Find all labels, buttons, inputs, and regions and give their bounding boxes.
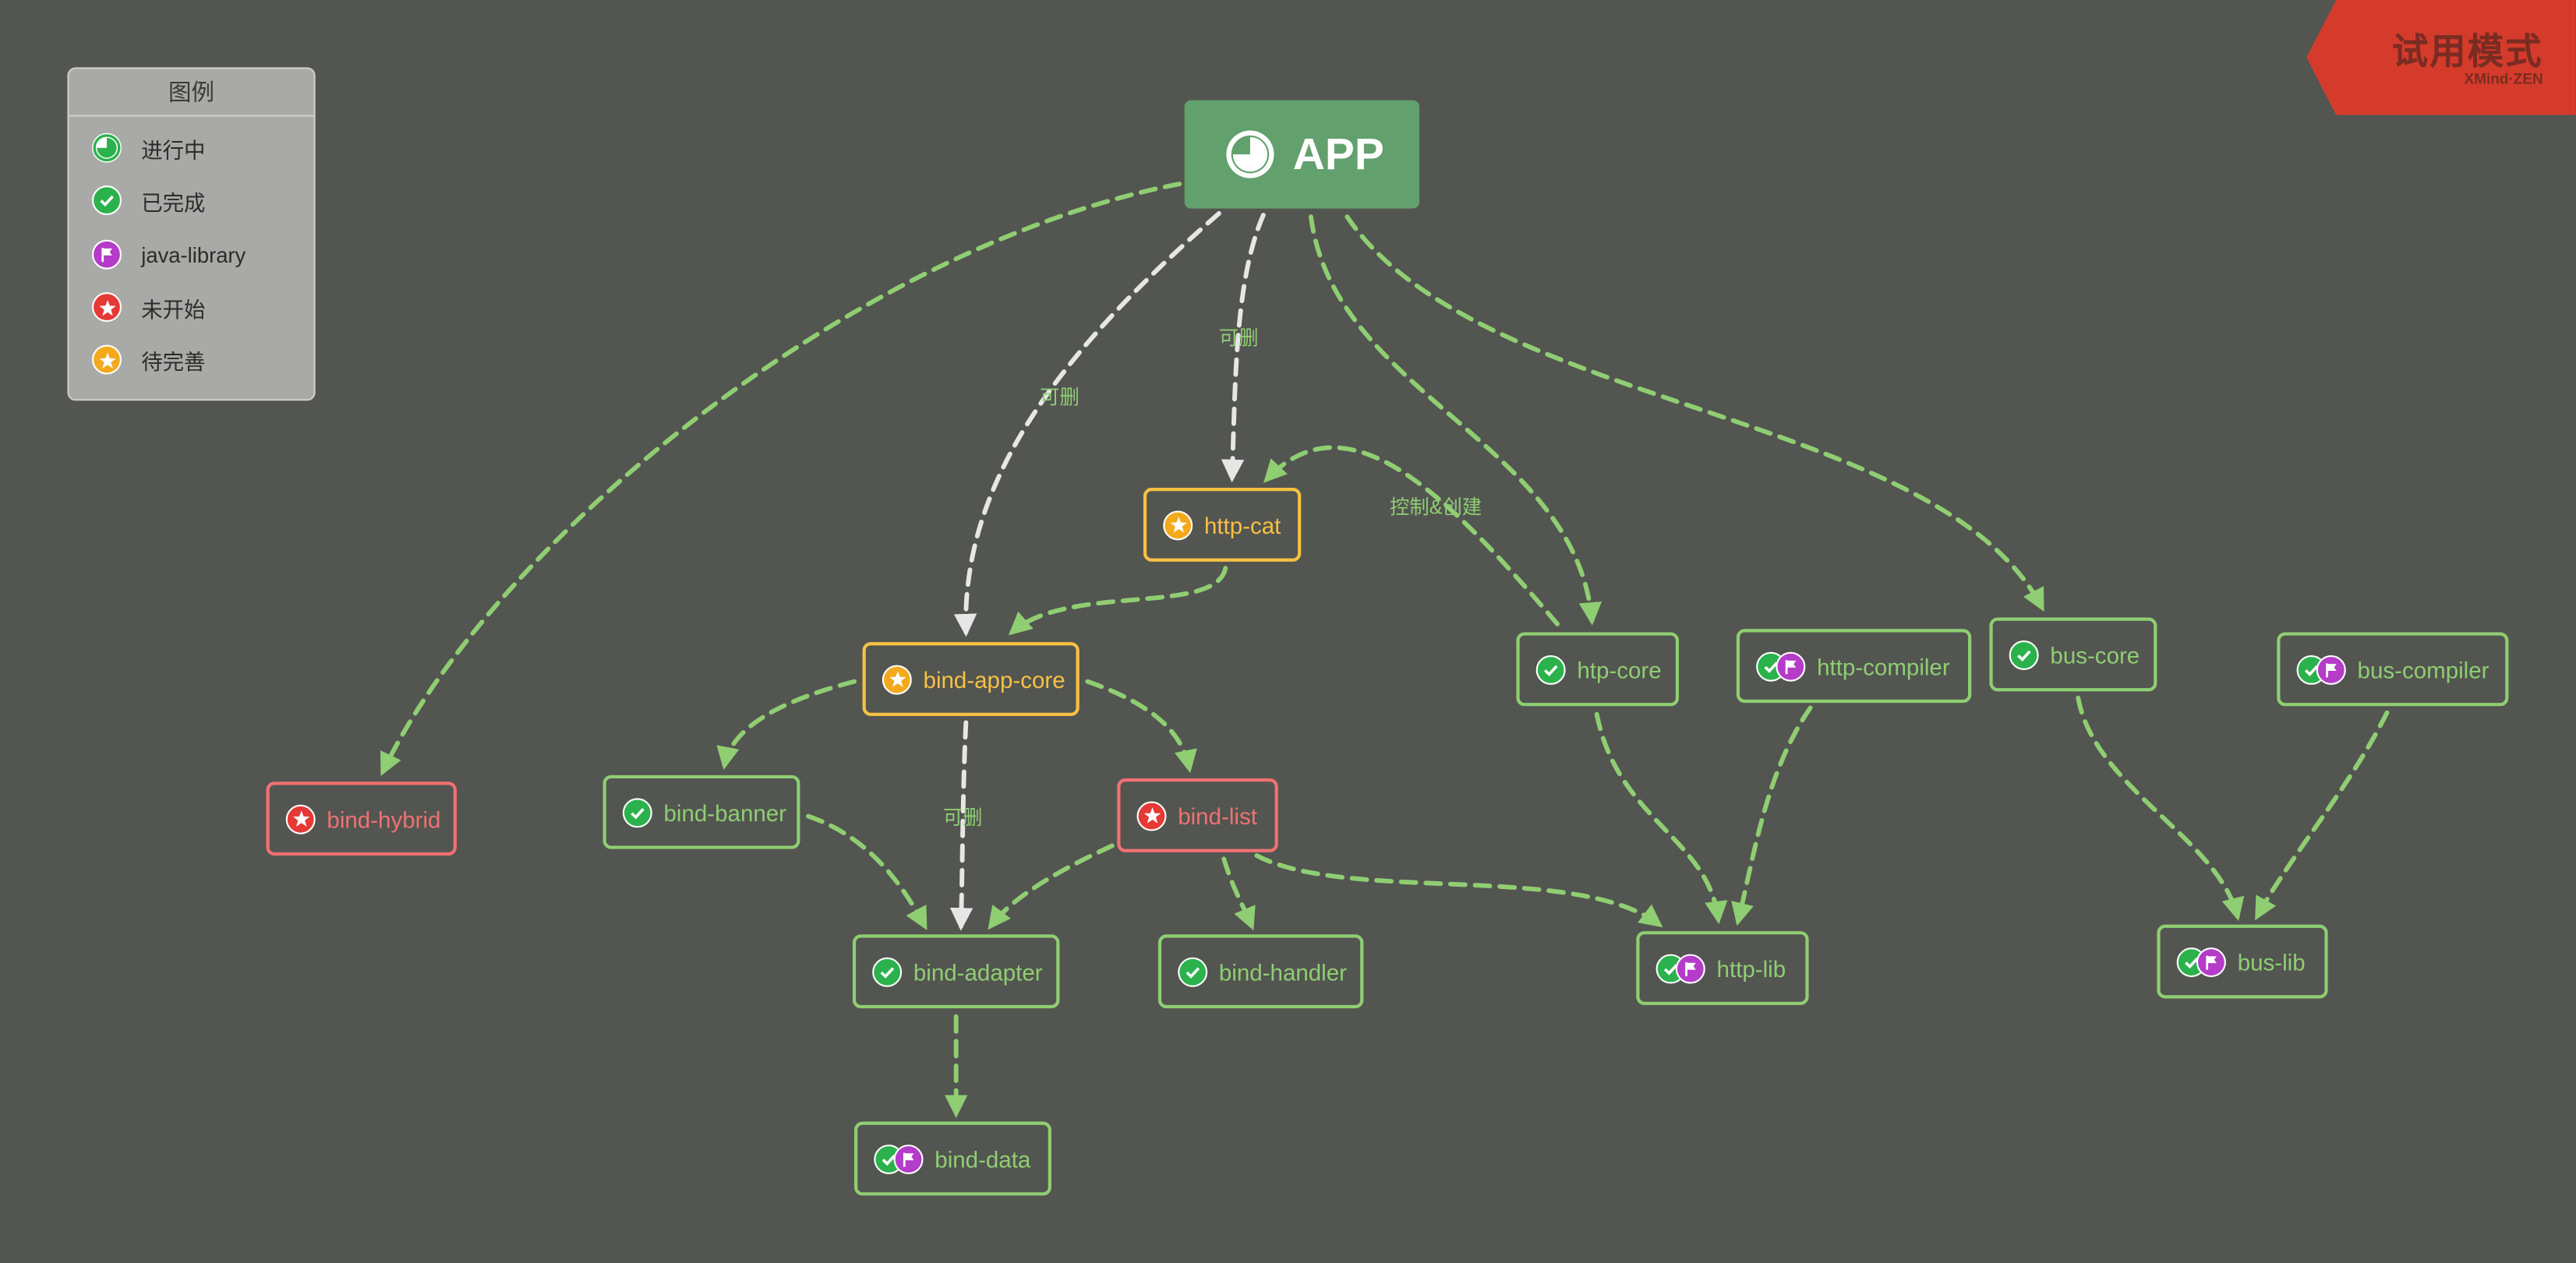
check-icon bbox=[1178, 956, 1208, 986]
status-icons bbox=[2176, 947, 2226, 977]
legend-title: 图例 bbox=[69, 69, 314, 117]
node-label: bind-list bbox=[1178, 802, 1257, 829]
legend-panel: 图例 进行中 已完成 java-library 未开始 bbox=[67, 67, 316, 401]
edge-app-bind-app-core bbox=[953, 211, 1221, 637]
edge-bus-compiler-bus-lib bbox=[2255, 710, 2390, 921]
edge-core-bind-adapter bbox=[949, 720, 974, 931]
trial-mode-banner[interactable]: 试用模式 XMind·ZEN bbox=[2306, 0, 2576, 115]
node-bus-lib[interactable]: bus-lib bbox=[2157, 924, 2328, 999]
edge-htp-core-http-cat bbox=[1263, 445, 1560, 626]
red-star-icon bbox=[1136, 800, 1167, 831]
node-label: bind-app-core bbox=[923, 665, 1065, 693]
flag-icon bbox=[893, 1144, 924, 1173]
legend-item-in-progress: 进行中 bbox=[92, 130, 205, 166]
node-label: bind-hybrid bbox=[327, 805, 441, 832]
node-label: http-cat bbox=[1203, 511, 1281, 538]
edge-label-deletable: 可删 bbox=[1218, 326, 1259, 350]
trial-mode-label: 试用模式 bbox=[2391, 31, 2543, 72]
node-http-cat[interactable]: http-cat bbox=[1143, 487, 1302, 562]
edge-app-bus-core bbox=[1345, 214, 2044, 612]
node-bind-app-core[interactable]: bind-app-core bbox=[862, 642, 1080, 716]
check-icon bbox=[622, 797, 652, 827]
progress-icon bbox=[1224, 128, 1276, 180]
edge-app-htp-core bbox=[1308, 214, 1602, 626]
red-star-icon bbox=[92, 292, 122, 323]
flag-icon bbox=[92, 239, 122, 270]
check-icon bbox=[92, 185, 122, 216]
edge-app-bind-hybrid bbox=[380, 182, 1182, 776]
yellow-star-icon bbox=[92, 344, 122, 375]
legend-item-java-library: java-library bbox=[92, 237, 246, 273]
node-bind-handler[interactable]: bind-handler bbox=[1157, 934, 1364, 1009]
legend-item-done: 已完成 bbox=[92, 182, 205, 218]
node-label: bus-core bbox=[2050, 641, 2140, 668]
flag-icon bbox=[2316, 654, 2346, 684]
edge-core-bind-banner bbox=[716, 679, 857, 770]
check-icon bbox=[2009, 639, 2039, 669]
edge-list-bind-handler bbox=[1221, 856, 1256, 931]
node-label: bind-data bbox=[935, 1145, 1031, 1172]
flag-icon bbox=[2196, 947, 2226, 977]
legend-label: 未开始 bbox=[141, 296, 206, 322]
node-bind-banner[interactable]: bind-banner bbox=[602, 774, 800, 849]
legend-label: 待完善 bbox=[141, 348, 206, 374]
node-bind-adapter[interactable]: bind-adapter bbox=[852, 934, 1060, 1009]
node-label: bus-compiler bbox=[2357, 656, 2489, 683]
edge-core-bind-list bbox=[1085, 679, 1197, 774]
progress-icon bbox=[92, 132, 122, 163]
node-label: bus-lib bbox=[2237, 948, 2306, 975]
status-icons bbox=[2296, 654, 2346, 684]
edge-label-deletable: 可删 bbox=[1040, 386, 1080, 409]
edge-label-deletable: 可删 bbox=[942, 806, 983, 830]
edge-list-bind-adapter bbox=[988, 843, 1115, 930]
yellow-star-icon bbox=[882, 664, 912, 694]
status-icons bbox=[1756, 651, 1806, 681]
status-icons bbox=[1655, 953, 1705, 983]
node-bind-data[interactable]: bind-data bbox=[854, 1121, 1051, 1196]
node-label: bind-banner bbox=[663, 799, 787, 826]
node-label: bind-handler bbox=[1218, 958, 1347, 985]
edge-label-control-create: 控制&创建 bbox=[1390, 496, 1482, 520]
node-bus-compiler[interactable]: bus-compiler bbox=[2277, 632, 2509, 707]
flag-icon bbox=[1675, 953, 1705, 983]
node-app[interactable]: APP bbox=[1184, 100, 1420, 209]
red-star-icon bbox=[285, 803, 316, 834]
node-http-lib[interactable]: http-lib bbox=[1636, 931, 1809, 1005]
node-label: APP bbox=[1292, 129, 1384, 178]
node-bus-core[interactable]: bus-core bbox=[1989, 617, 2157, 692]
legend-label: 已完成 bbox=[141, 189, 206, 215]
node-label: bind-adapter bbox=[913, 958, 1043, 985]
node-label: htp-core bbox=[1577, 656, 1662, 683]
node-label: http-lib bbox=[1716, 954, 1786, 982]
node-http-compiler[interactable]: http-compiler bbox=[1736, 629, 1972, 704]
flag-icon bbox=[1776, 651, 1806, 681]
edge-app-http-cat bbox=[1221, 213, 1266, 483]
legend-label: 进行中 bbox=[141, 136, 206, 162]
legend-label: java-library bbox=[141, 242, 246, 267]
node-bind-list[interactable]: bind-list bbox=[1117, 778, 1278, 852]
node-htp-core[interactable]: htp-core bbox=[1516, 632, 1680, 707]
edge-http-cat-bind-app-core bbox=[1008, 566, 1228, 636]
brand-label: XMind·ZEN bbox=[2464, 70, 2543, 87]
edge-htp-core-http-lib bbox=[1594, 711, 1728, 925]
yellow-star-icon bbox=[1163, 510, 1193, 540]
node-label: http-compiler bbox=[1817, 652, 1950, 679]
check-icon bbox=[1535, 654, 1566, 684]
legend-item-to-improve: 待完善 bbox=[92, 341, 205, 377]
edge-banner-bind-adapter bbox=[806, 813, 928, 930]
check-icon bbox=[872, 956, 903, 986]
node-bind-hybrid[interactable]: bind-hybrid bbox=[266, 781, 457, 856]
edge-list-http-lib bbox=[1254, 853, 1663, 928]
legend-item-not-started: 未开始 bbox=[92, 289, 205, 325]
edge-bus-core-bus-lib bbox=[2076, 695, 2245, 921]
status-icons bbox=[874, 1144, 924, 1173]
edge-http-compiler-http-lib bbox=[1731, 705, 1813, 926]
